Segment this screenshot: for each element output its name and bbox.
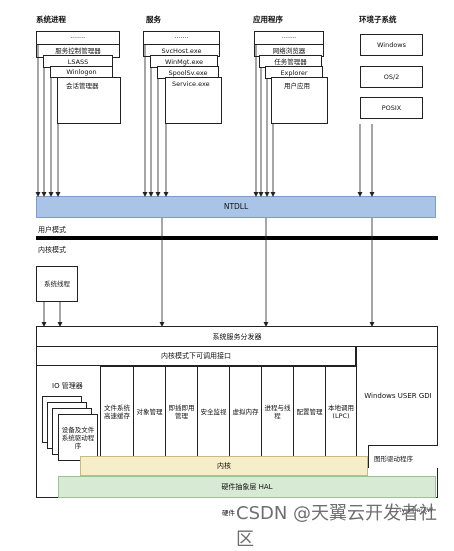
csdn-watermark: CSDN @天翼云开发者社区	[236, 503, 438, 550]
hardware-label: 硬件	[222, 509, 235, 517]
system-threads-box: 系统线程	[36, 266, 78, 302]
component-virtual-memory: 虚拟内存	[230, 367, 262, 457]
credit-small: ctyun/JackW	[396, 507, 433, 514]
header-services: 服务	[146, 15, 161, 24]
executive-components-row: 文件系统高速缓存 对象管理 即插即用管理 安全监视 虚拟内存 进程与线程 配置管…	[100, 366, 357, 457]
header-env-subsystems: 环境子系统	[359, 15, 397, 24]
kernel-mode-label: 内核模式	[38, 246, 66, 254]
component-process-thread: 进程与线程	[262, 367, 294, 457]
kernel-callable-interface: 内核模式下可调用接口	[36, 346, 356, 366]
component-config: 配置管理	[294, 367, 326, 457]
windows-user-gdi-box	[356, 346, 438, 498]
subsystem-os2: OS/2	[360, 66, 423, 88]
mode-divider	[36, 236, 438, 240]
subsystem-windows: Windows	[360, 34, 423, 56]
header-system-processes: 系统进程	[36, 15, 66, 24]
kernel-band: 内核	[80, 456, 368, 476]
component-pnp: 即插即用管理	[166, 367, 198, 457]
hal-band: 硬件抽象层 HAL	[58, 476, 436, 498]
user-mode-label: 用户模式	[38, 226, 66, 234]
service-exe: Service.exe	[172, 80, 210, 88]
io-manager-label: IO 管理器	[52, 382, 83, 390]
arrow-layer	[35, 45, 375, 327]
device-fs-drivers: 设备及文件系统驱动程序	[58, 414, 98, 461]
header-applications: 应用程序	[253, 15, 283, 24]
component-cache: 文件系统高速缓存	[101, 367, 134, 457]
service-exe-box: Service.exe	[165, 77, 222, 124]
component-object-manager: 对象管理	[134, 367, 166, 457]
subsystem-posix: POSIX	[360, 97, 423, 119]
app-user-box: 用户应用	[271, 77, 328, 124]
sysproc-session-manager: 会话管理器	[66, 82, 99, 90]
ntdll-band: NTDLL	[36, 196, 436, 218]
sysproc-session-manager-box: 会话管理器	[57, 77, 121, 124]
component-security: 安全监视	[198, 367, 230, 457]
app-user: 用户应用	[284, 82, 310, 90]
windows-user-gdi: Windows USER GDI	[364, 392, 432, 400]
graphics-drivers-box	[368, 445, 438, 468]
graphics-drivers: 图形驱动程序	[374, 455, 413, 463]
